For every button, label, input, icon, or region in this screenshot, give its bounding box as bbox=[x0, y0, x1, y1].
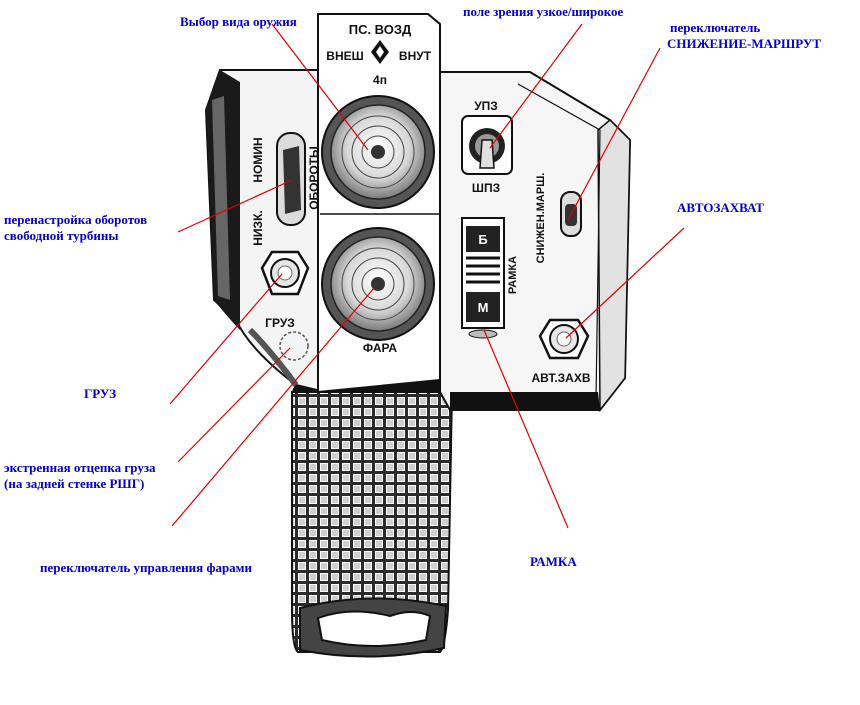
callout-turbine-line1: перенастройка оборотов bbox=[4, 212, 148, 227]
callout-weapon-select: Выбор вида оружия bbox=[180, 14, 297, 29]
callout-descent-switch-line1: переключатель bbox=[670, 20, 761, 35]
left-housing bbox=[204, 69, 326, 394]
autocapture-button bbox=[538, 318, 590, 360]
vnut-label: ВНУТ bbox=[399, 49, 432, 63]
rpm-rocker-switch bbox=[276, 132, 306, 226]
b-position-label: Б bbox=[478, 232, 487, 247]
leader-lines bbox=[169, 23, 685, 529]
callout-field-of-view: поле зрения узкое/широкое bbox=[463, 4, 624, 19]
frame-slider bbox=[461, 217, 505, 339]
snizhen-marsh-label: СНИЖЕН.МАРШ. bbox=[535, 173, 547, 264]
callout-descent-switch-line2: СНИЖЕНИЕ-МАРШРУТ bbox=[667, 36, 822, 51]
leader-descent-switch bbox=[567, 47, 661, 221]
leader-emergency bbox=[177, 347, 291, 463]
vnesh-label: ВНЕШ bbox=[326, 49, 363, 63]
leader-frame bbox=[483, 329, 569, 529]
oboroty-label: ОБОРОТЫ bbox=[307, 146, 321, 210]
shpz-label: ШПЗ bbox=[472, 181, 500, 195]
field-of-view-toggle bbox=[461, 115, 513, 175]
emergency-release-button bbox=[279, 331, 309, 361]
leader-cargo bbox=[169, 273, 283, 405]
upz-label: УПЗ bbox=[474, 99, 498, 113]
grip-handle bbox=[291, 377, 454, 658]
fara-label: ФАРА bbox=[363, 341, 398, 355]
weapon-select-knob bbox=[321, 95, 435, 209]
m-position-label: М bbox=[478, 300, 489, 315]
leader-autocapture bbox=[565, 227, 685, 339]
callout-turbine-line2: свободной турбины bbox=[4, 228, 119, 243]
leader-headlight bbox=[171, 287, 375, 527]
callout-cargo: ГРУЗ bbox=[84, 386, 117, 401]
callout-emergency-line2: (на задней стенке РШГ) bbox=[4, 476, 145, 491]
callout-frame: РАМКА bbox=[530, 554, 577, 569]
callout-autocapture: АВТОЗАХВАТ bbox=[677, 200, 764, 215]
avt-zahv-label: АВТ.ЗАХВ bbox=[531, 371, 590, 385]
leader-field-of-view bbox=[489, 23, 583, 149]
headlight-knob bbox=[321, 227, 435, 341]
callout-headlight-switch: переключатель управления фарами bbox=[40, 560, 253, 575]
cargo-button bbox=[260, 250, 310, 296]
leader-weapon-select bbox=[271, 23, 369, 151]
ramka-device-label: РАМКА bbox=[507, 256, 519, 294]
nizk-label: НИЗК. bbox=[251, 210, 265, 245]
four-p-label: 4п bbox=[373, 73, 387, 87]
ps-vozd-label: ПС. ВОЗД bbox=[349, 22, 412, 37]
callout-emergency-line1: экстренная отцепка груза bbox=[4, 460, 156, 475]
leader-turbine bbox=[177, 179, 293, 233]
nominal-label: НОМИН bbox=[251, 137, 265, 182]
gruz-device-label: ГРУЗ bbox=[265, 316, 295, 330]
